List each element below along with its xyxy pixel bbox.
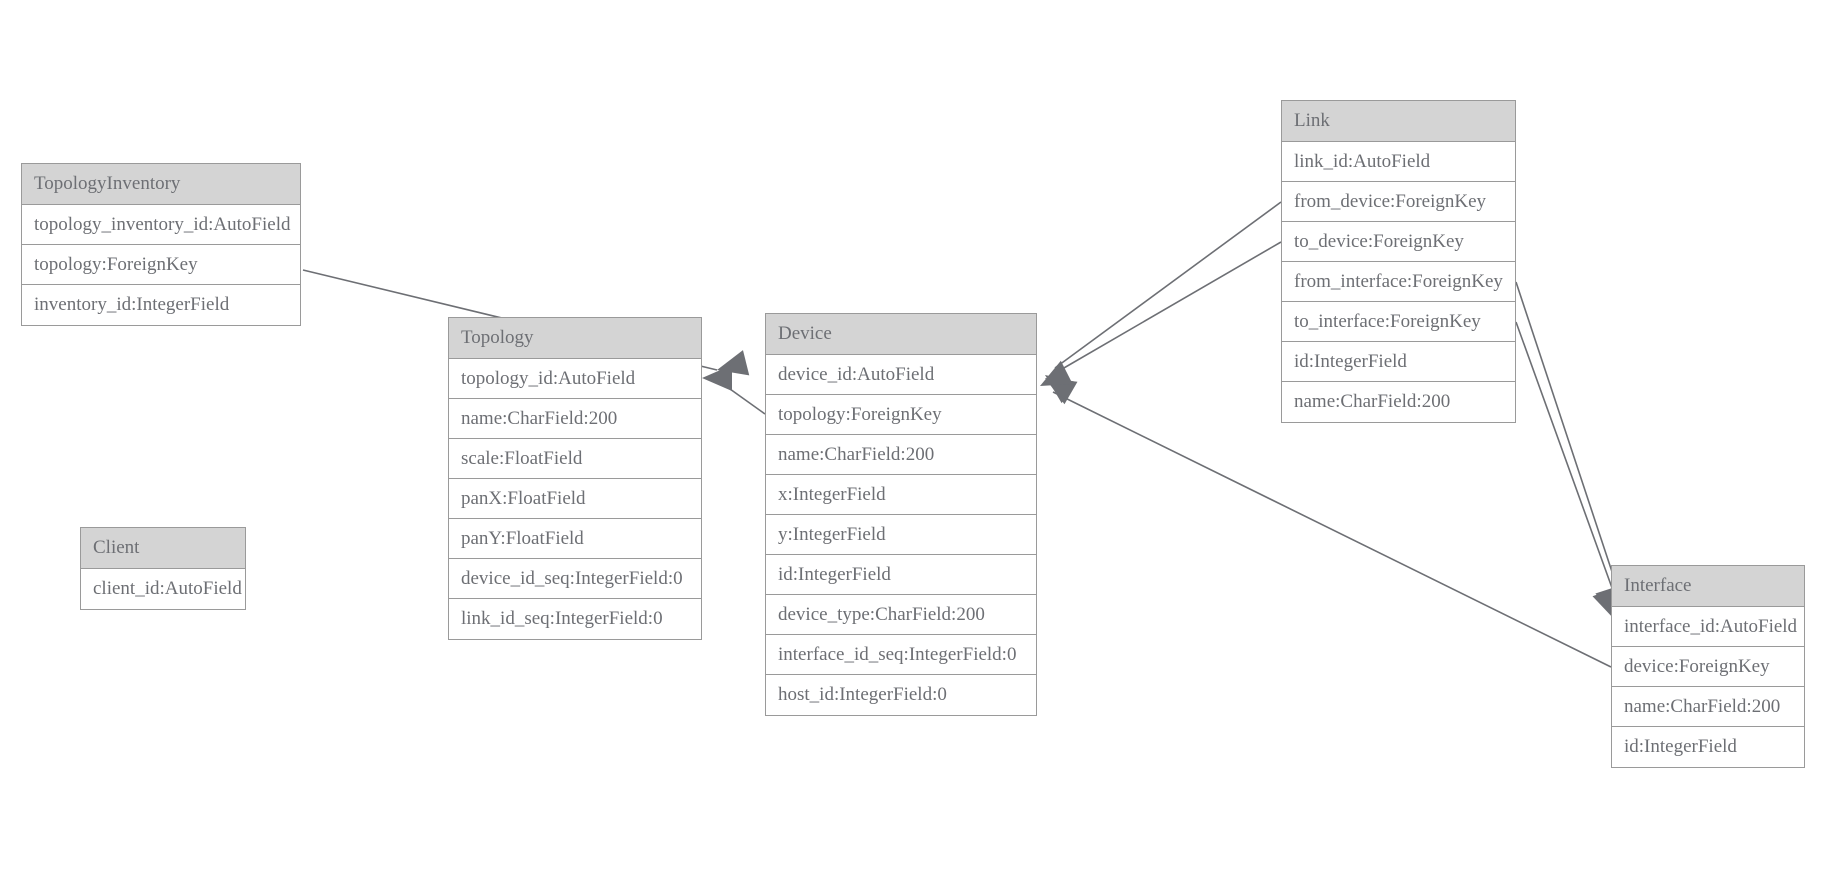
- relationship-arrowhead-icon: [1040, 360, 1073, 386]
- entity-field: device_id_seq:IntegerField:0: [449, 559, 701, 599]
- entity-field: device_type:CharField:200: [766, 595, 1036, 635]
- relationship-line: [1515, 281, 1625, 609]
- entity-field: client_id:AutoField: [81, 569, 245, 609]
- entity-title-link: Link: [1282, 101, 1515, 142]
- relationship-line: [1056, 241, 1282, 373]
- relationship-line: [1054, 201, 1282, 369]
- entity-field: topology:ForeignKey: [22, 245, 300, 285]
- entity-field: link_id:AutoField: [1282, 142, 1515, 182]
- entity-field: panX:FloatField: [449, 479, 701, 519]
- entity-field: link_id_seq:IntegerField:0: [449, 599, 701, 639]
- relationship-arrowhead-icon: [1045, 375, 1077, 404]
- relationship-link-to-device: [1045, 241, 1282, 405]
- relationship-line: [1515, 321, 1621, 611]
- entity-field: to_device:ForeignKey: [1282, 222, 1515, 262]
- entity-field: panY:FloatField: [449, 519, 701, 559]
- entity-field: id:IntegerField: [1612, 727, 1804, 767]
- relationship-device-topology: [702, 365, 766, 415]
- entity-field: host_id:IntegerField:0: [766, 675, 1036, 715]
- entity-title-interface: Interface: [1612, 566, 1804, 607]
- entity-field: scale:FloatField: [449, 439, 701, 479]
- relationship-arrowhead-icon: [717, 350, 750, 376]
- relationship-link-from-interface: [1515, 281, 1625, 618]
- entity-field: from_device:ForeignKey: [1282, 182, 1515, 222]
- entity-field: device:ForeignKey: [1612, 647, 1804, 687]
- entity-field: from_interface:ForeignKey: [1282, 262, 1515, 302]
- relationship-link-to-interface: [1515, 321, 1621, 620]
- entity-field: to_interface:ForeignKey: [1282, 302, 1515, 342]
- entity-field: id:IntegerField: [766, 555, 1036, 595]
- relationship-arrowhead-icon: [1045, 378, 1078, 405]
- entity-field: topology_inventory_id:AutoField: [22, 205, 300, 245]
- entity-field: name:CharField:200: [1612, 687, 1804, 727]
- entity-field: interface_id_seq:IntegerField:0: [766, 635, 1036, 675]
- relationship-line: [715, 378, 766, 415]
- entity-field: id:IntegerField: [1282, 342, 1515, 382]
- entity-title-topology: Topology: [449, 318, 701, 359]
- relationship-line: [1052, 391, 1612, 668]
- entity-title-device: Device: [766, 314, 1036, 355]
- entity-field: name:CharField:200: [766, 435, 1036, 475]
- entity-field: topology_id:AutoField: [449, 359, 701, 399]
- entity-title-topology_inventory: TopologyInventory: [22, 164, 300, 205]
- entity-field: inventory_id:IntegerField: [22, 285, 300, 325]
- relationship-link-from-device: [1045, 201, 1282, 404]
- entity-field: name:CharField:200: [1282, 382, 1515, 422]
- entity-field: y:IntegerField: [766, 515, 1036, 555]
- entity-field: name:CharField:200: [449, 399, 701, 439]
- entity-field: topology:ForeignKey: [766, 395, 1036, 435]
- entity-field: device_id:AutoField: [766, 355, 1036, 395]
- entity-field: x:IntegerField: [766, 475, 1036, 515]
- relationship-arrowhead-icon: [702, 365, 732, 391]
- entity-title-client: Client: [81, 528, 245, 569]
- entity-field: interface_id:AutoField: [1612, 607, 1804, 647]
